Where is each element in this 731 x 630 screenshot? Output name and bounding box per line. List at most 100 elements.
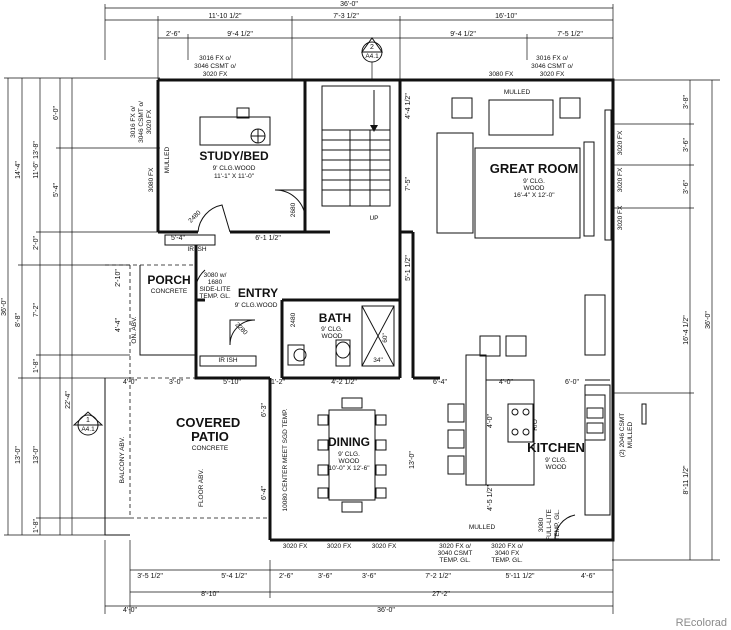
bottom-combo2-line2: 3040 FX [495,550,520,557]
great-window-line2: 3046 CSMT o/ [531,63,573,70]
dim-top-total: 36'-0" [340,1,358,8]
watermark: REcolorad [676,617,727,629]
left-dimensions: 36'-0" 14'-4" 13'-8" 8'-8" 13'-0" 6'-0" … [1,77,160,536]
great-window-line1: 3016 FX o/ [536,55,568,62]
dim-left2-i: 13'-0" [33,446,40,464]
dim-inner-e: 5'-4" [171,235,185,242]
room-study: STUDY/BED 9' CLG.WOOD 11'-1" X 11'-0" [199,149,269,180]
dim-right-c: 3'-6" [683,180,690,194]
dim-mid-b: 3'-0" [169,379,183,386]
top-dimensions: 36'-0" 11'-10 1/2" 7'-3 1/2" 16'-10" 2'-… [104,1,614,80]
dim-left2-c: 11'-6" [33,161,40,179]
dim-bot3-a: 4'-0" [123,607,137,614]
stair-up: UP [369,215,378,222]
kitchen-csmt-line2: MULLED [627,422,634,449]
dim-top2-b: 9'-4 1/2" [227,31,253,38]
interior-dimensions: 4'-4 1/2" 7'-5" 5'-1 1/2" 6'-1 1/2" 5'-4… [123,93,579,511]
dim-bot-e: 3'-6" [362,573,376,580]
bath-floor: WOOD [322,333,343,340]
bath-door: 2480 [290,312,297,327]
fx3080-top: 3080 FX [489,71,514,78]
slider-door: 10080 CENTER MEET SGD TEMP. [282,408,289,511]
great-floor: WOOD [524,185,545,192]
bottom-combo1-line3: TEMP. GL. [439,557,471,564]
bottom-combo2-line1: 3020 FX o/ [491,543,523,550]
bath-ceiling: 9' CLG. [321,326,343,333]
room-kitchen: KITCHEN 9' CLG. WOOD [527,440,585,471]
room-great: GREAT ROOM 9' CLG. WOOD 16'-4" X 12'-0" [490,161,579,199]
dim-top2-c: 9'-4 1/2" [450,31,476,38]
dim-top2-a: 2'-6" [166,31,180,38]
dim-left-c: 8'-8" [15,313,22,327]
dim-din-b: 6'-4" [261,486,268,500]
kitchen-name: KITCHEN [527,440,585,455]
dim-bot-b: 5'-4 1/2" [221,573,247,580]
entry-door-line2: 1680 [208,279,223,286]
dim-top-c: 16'-10" [495,13,517,20]
fx3020-right3: 3020 FX [617,205,624,230]
bottom-combo1-line1: 3020 FX o/ [439,543,471,550]
bottom-fx-3: 3020 FX [372,543,397,550]
patio-outline [104,264,270,536]
porch-floor: CONCRETE [151,288,188,295]
entry-door-line4: TEMP. GL. [199,293,231,300]
dim-right-b: 3'-6" [683,138,690,152]
dim-left2-k: 4'-4" [115,318,122,332]
balcony-abv: BALCONY ABV. [119,437,126,484]
mulled-top: MULLED [504,89,531,96]
patio-name: COVERED PATIO [176,415,244,444]
dim-left-total: 36'-0" [1,298,8,316]
bottom-combo2-line3: TEMP. GL. [491,557,523,564]
section-marker-left: 1 A4.1 [72,411,104,436]
dim-bot-g: 5'-11 1/2" [506,573,536,580]
dim-bot-a: 3'-5 1/2" [137,573,163,580]
dim-bot2-b: 27'-2" [432,591,450,598]
dim-kit-b: 4'-5 1/2" [487,485,494,511]
dim-top2-d: 7'-5 1/2" [557,31,583,38]
dim-mid-f: 6'-4" [433,379,447,386]
dining-size: 10'-0" X 12'-6" [328,465,370,472]
great-name: GREAT ROOM [490,161,579,176]
study-name: STUDY/BED [199,149,269,163]
full-lite-line2: FULL-LITE [546,508,553,540]
dim-left2-b: 5'-4" [53,183,60,197]
door-2680: 2680 [290,202,297,217]
fx3020-right1: 3020 FX [617,130,624,155]
dim-left-d: 13'-0" [15,446,22,464]
dim-left2-a: 6'-0" [53,106,60,120]
study-mulled: MULLED [164,147,171,174]
dim-inner-a: 4'-4 1/2" [405,93,412,119]
great-size: 16'-4" X 12'-0" [513,192,555,199]
great-ceiling: 9' CLG. [523,178,545,185]
mulled-bottom: MULLED [469,524,496,531]
porch-name: PORCH [147,273,190,287]
dim-inner-b: 7'-5" [405,177,412,191]
kitchen-floor: WOOD [546,464,567,471]
patio-floor: CONCRETE [192,445,229,452]
dim-left-a: 14'-4" [15,161,22,179]
dim-right-total: 36'-0" [705,311,712,329]
dim-mid-a: 4'-0" [123,379,137,386]
bottom-fx-1: 3020 FX [283,543,308,550]
dim-bot-h: 4'-6" [581,573,595,580]
dim-mid-c: 5'-10" [223,379,241,386]
room-entry: ENTRY 9' CLG.WOOD [235,286,279,309]
bath-name: BATH [319,311,351,325]
dim-left2-f: 2'-10" [115,269,122,287]
great-window-line3: 3020 FX [540,71,565,78]
dining-ceiling: 9' CLG. [338,451,360,458]
entry-door-line1: 3080 w/ [204,272,227,279]
full-lite-line3: TEMP. GL. [554,509,561,541]
dim-inner-d: 6'-1 1/2" [255,235,281,242]
bottom-dimensions: 3'-5 1/2" 5'-4 1/2" 2'-6" 3'-6" 3'-6" 7'… [104,540,614,614]
dim-top-a: 11'-10 1/2" [209,13,242,20]
study-side-window-line1: 3016 FX o/ [130,106,137,138]
bath-60: 60" [382,333,389,343]
dim-left2-e: 22'-4" [65,391,72,409]
dim-din-c: 13'-0" [409,451,416,469]
section-top-number: 2 [370,44,374,51]
room-bath: BATH 9' CLG. WOOD [319,311,351,340]
range-ro: R/O [532,419,539,431]
entry-door-line3: SIDE-LITE [199,286,231,293]
full-lite-line1: 3080 [538,517,545,532]
